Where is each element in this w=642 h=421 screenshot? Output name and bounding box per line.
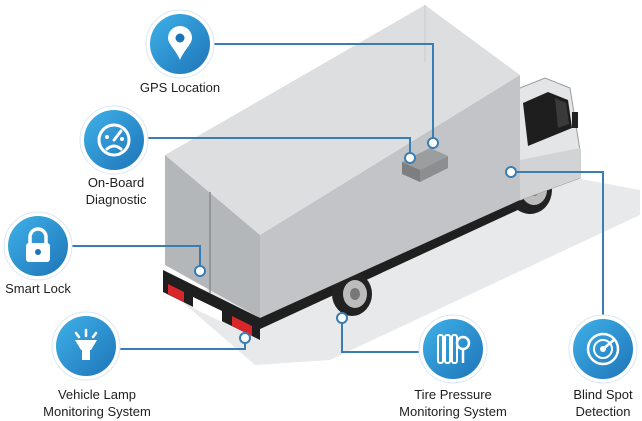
padlock-icon	[26, 227, 50, 262]
label-lock: Smart Lock	[5, 281, 71, 296]
license-plate	[193, 297, 222, 322]
tail-light-right	[232, 316, 252, 336]
connector-blind	[511, 171, 604, 315]
map-pin-icon	[168, 26, 192, 60]
truck	[163, 5, 581, 340]
tail-light-left	[168, 284, 184, 302]
feature-badges	[3, 9, 638, 384]
radar-icon	[586, 332, 620, 366]
cargo-box	[163, 5, 520, 340]
box-side	[260, 75, 520, 318]
truck-shadow	[180, 165, 640, 365]
anchor-dot-lamp	[239, 332, 251, 344]
connector-lock	[72, 245, 201, 271]
truck-cab	[514, 77, 581, 201]
anchor-dot-lock	[194, 265, 206, 277]
badge-gps	[145, 9, 215, 79]
badge-lamp	[51, 311, 121, 381]
connector-obd	[148, 137, 411, 158]
anchor-dot-blind	[505, 166, 517, 178]
anchor-dot-gps	[427, 137, 439, 149]
gauge-icon	[97, 123, 131, 157]
anchor-dot-obd	[404, 152, 416, 164]
connector-lines	[72, 43, 604, 353]
rear-wheel	[332, 272, 372, 316]
badge-tire	[418, 314, 488, 384]
lamp-icon	[74, 328, 98, 360]
badge-lock	[3, 211, 73, 281]
obd-device-box	[402, 148, 448, 170]
badge-blind	[568, 314, 638, 384]
badge-obd	[79, 105, 149, 175]
tire-gauge-icon	[437, 334, 471, 364]
chassis	[255, 200, 522, 330]
box-rear	[165, 155, 260, 318]
anchor-dot-tire	[336, 312, 348, 324]
label-gps: GPS Location	[139, 80, 221, 95]
connector-tire	[341, 318, 419, 353]
connector-gps	[214, 43, 434, 143]
box-top	[165, 5, 520, 235]
